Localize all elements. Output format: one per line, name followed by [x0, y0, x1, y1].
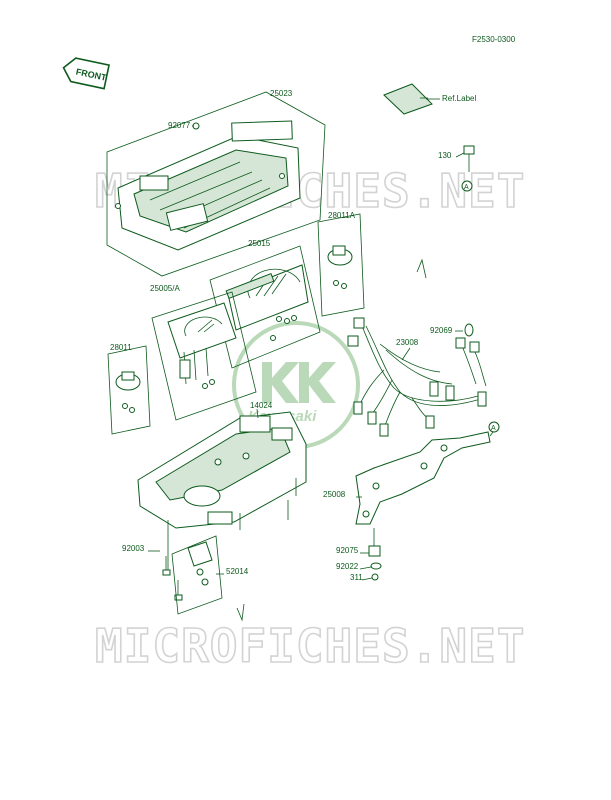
speedometer-25005A — [151, 291, 257, 421]
callout-92003: 92003 — [122, 544, 145, 553]
callout-92069: 92069 — [430, 326, 453, 335]
upper-cover-25023 — [106, 91, 326, 277]
callout-92022: 92022 — [336, 562, 359, 571]
marker-a-bracket: A — [491, 425, 496, 432]
marker-a-top: A — [464, 184, 469, 191]
front-arrow-icon: FRONT — [62, 57, 110, 90]
callout-23008: 23008 — [396, 338, 419, 347]
callout-92075: 92075 — [336, 546, 359, 555]
wiring-harness-23008 — [347, 317, 487, 437]
ref-label-sticker — [383, 83, 440, 115]
callout-25005A: 25005/A — [150, 284, 180, 293]
callout-92077: 92077 — [168, 121, 191, 130]
bracket-25008: A — [355, 421, 500, 525]
figure-code: F2530-0300 — [472, 35, 516, 44]
orientation-marks — [236, 258, 427, 622]
callout-130: 130 — [438, 151, 452, 160]
leader-lines — [148, 97, 463, 581]
meter-25015 — [209, 245, 321, 369]
callout-311: 311 — [350, 573, 363, 582]
callout-14024: 14024 — [250, 401, 273, 410]
callout-28011A: 28011A — [328, 211, 356, 220]
callout-25023: 25023 — [270, 89, 293, 98]
callout-ref-label: Ref.Label — [442, 94, 476, 103]
callout-52014: 52014 — [226, 567, 249, 576]
grommet-92069 — [464, 323, 474, 337]
watermark-bottom: MICROFICHES.NET — [95, 619, 525, 673]
bolts-92003 — [162, 556, 183, 601]
lower-case-14024 — [137, 411, 307, 570]
bolt-130: A — [455, 145, 475, 192]
indicator-28011 — [107, 345, 151, 435]
bracket-52014 — [171, 535, 223, 615]
callout-25015: 25015 — [248, 239, 271, 248]
callout-28011: 28011 — [110, 343, 132, 352]
callout-25008: 25008 — [323, 490, 346, 499]
indicator-28011A — [317, 213, 365, 317]
fasteners-92075-92022-311 — [368, 528, 382, 581]
